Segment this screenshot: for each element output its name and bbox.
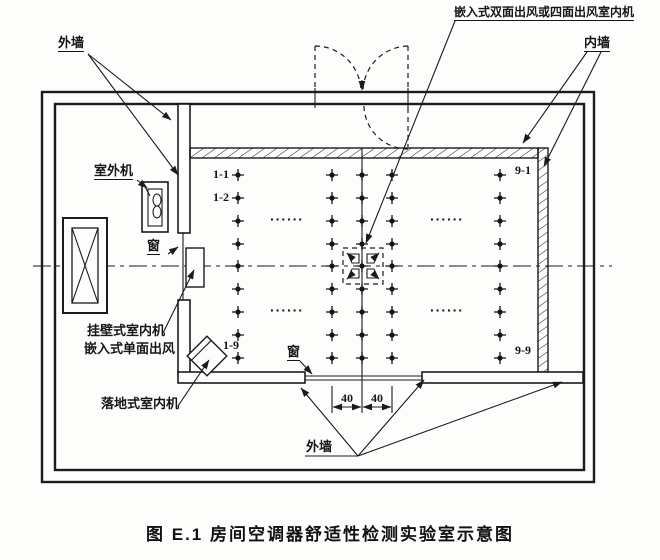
- measurement-point: [389, 195, 395, 201]
- point-label-1-1: 1-1: [213, 167, 229, 181]
- measurement-point: [389, 286, 395, 292]
- inner-wall-top-hatched: [189, 147, 539, 159]
- window-bottom: [305, 375, 422, 381]
- measurement-point: [329, 172, 335, 178]
- measurement-point: [235, 263, 241, 269]
- inner-wall-right-hatched: [537, 147, 549, 373]
- measurement-point: [359, 332, 365, 338]
- measurement-point: [359, 309, 365, 315]
- entry-door-swing: [314, 45, 409, 150]
- measurement-point: [235, 286, 241, 292]
- measurement-point: [497, 355, 503, 361]
- embedded-single-outlet-label: 嵌入式单面出风: [84, 341, 176, 356]
- measurement-point: [359, 355, 365, 361]
- leader-lines: [87, 20, 602, 457]
- measurement-point: [389, 355, 395, 361]
- measurement-point: [497, 263, 503, 269]
- measurement-point: [359, 286, 365, 292]
- measurement-point: [359, 263, 365, 269]
- measurement-point: [389, 263, 395, 269]
- measurement-point: [235, 241, 241, 247]
- point-label-9-1: 9-1: [515, 163, 531, 177]
- dimension-40-right: 40: [371, 391, 383, 405]
- ellipsis-columns: ······: [270, 211, 304, 227]
- measurement-point: [359, 195, 365, 201]
- measurement-point: [329, 195, 335, 201]
- measurement-point: [497, 195, 503, 201]
- measurement-point: [329, 241, 335, 247]
- measurement-point: [329, 286, 335, 292]
- measurement-point: [329, 218, 335, 224]
- outdoor-unit-label: 室外机: [94, 163, 134, 181]
- measurement-point: [235, 332, 241, 338]
- ellipsis-columns: ······: [430, 211, 464, 227]
- air-handler-unit: [62, 217, 108, 314]
- measurement-point: [235, 355, 241, 361]
- measurement-point: [389, 218, 395, 224]
- measurement-point: [497, 309, 503, 315]
- measurement-grid: [232, 169, 506, 364]
- measurement-point: [497, 172, 503, 178]
- measurement-point: [389, 241, 395, 247]
- chamber-outer-wall: [40, 90, 596, 484]
- window-bottom-label: 窗: [287, 344, 301, 362]
- outer-wall-label-top: 外墙: [58, 35, 85, 53]
- measurement-point: [497, 332, 503, 338]
- measurement-point: [497, 286, 503, 292]
- measurement-point: [329, 263, 335, 269]
- measurement-point: [235, 172, 241, 178]
- wall-mounted-unit-label: 挂壁式室内机: [87, 323, 166, 338]
- point-label-9-9: 9-9: [515, 343, 531, 357]
- ellipsis-columns: ······: [270, 302, 304, 318]
- measurement-point: [235, 195, 241, 201]
- measurement-point: [359, 241, 365, 247]
- measurement-point: [235, 218, 241, 224]
- outdoor-unit: [141, 181, 169, 233]
- measurement-point: [329, 332, 335, 338]
- measurement-point: [359, 218, 365, 224]
- room-bottom-outer-wall: [177, 371, 584, 384]
- dimension-40-40: [331, 386, 393, 413]
- figure-caption: 图 E.1 房间空调器舒适性检测实验室示意图: [146, 525, 514, 544]
- cassette-unit-label: 嵌入式双面出风或四面出风室内机: [454, 5, 635, 22]
- floor-standing-unit-label: 落地式室内机: [101, 396, 180, 411]
- dimension-40-left: 40: [341, 391, 353, 405]
- inner-wall-label: 内墙: [584, 35, 611, 53]
- measurement-point: [389, 332, 395, 338]
- measurement-point: [359, 172, 365, 178]
- room-left-outer-wall: [177, 103, 191, 375]
- floor-standing-indoor-unit: [186, 335, 228, 377]
- window-left-label: 窗: [147, 238, 161, 256]
- point-label-1-2: 1-2: [213, 190, 229, 204]
- measurement-point: [329, 309, 335, 315]
- measurement-point: [497, 241, 503, 247]
- cassette-indoor-unit: [342, 247, 384, 285]
- point-label-1-9: 1-9: [223, 338, 239, 352]
- ellipsis-columns: ······: [430, 302, 464, 318]
- outer-wall-label-bottom: 外墙: [306, 439, 333, 454]
- measurement-point: [389, 309, 395, 315]
- measurement-point: [497, 218, 503, 224]
- measurement-point: [329, 355, 335, 361]
- measurement-point: [235, 309, 241, 315]
- fan-icon: [152, 205, 162, 219]
